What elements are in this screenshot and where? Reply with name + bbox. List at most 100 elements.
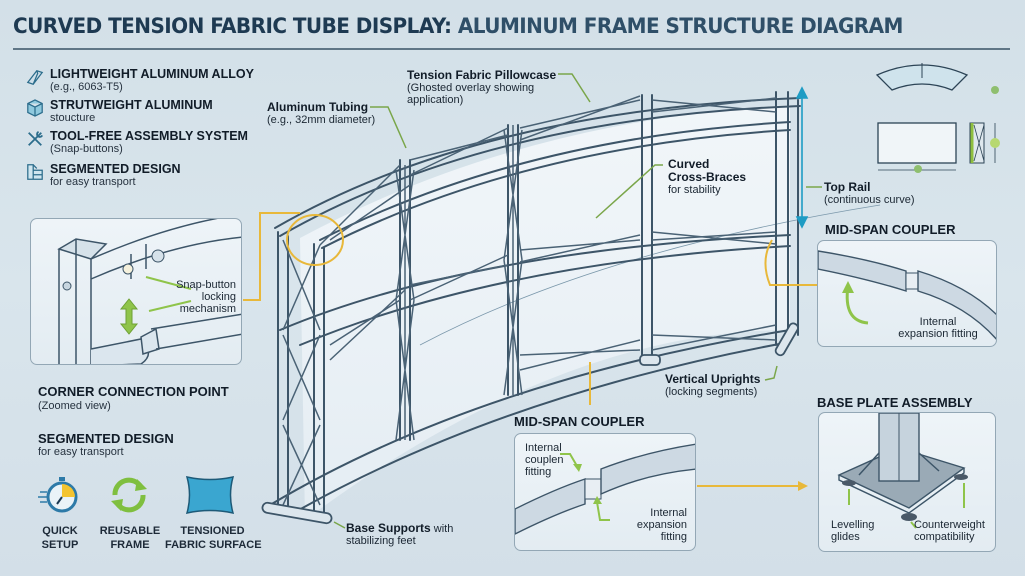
base-plate-panel: Levelling glides Counterweight compatibi… [818,412,996,552]
cross-brace [409,254,777,371]
benefit-line: FRAME [110,539,150,551]
label-line: couplen [525,454,564,466]
benefit-line: REUSABLE [99,525,161,537]
feature-title: TOOL-FREE ASSEMBLY SYSTEM [50,129,248,143]
cross-brace [503,125,523,396]
tubing-callout-line [370,106,407,149]
benefit-line: QUICK [42,525,78,537]
dimension-arrow-up [795,86,809,99]
segmented-title: SEGMENTED DESIGN [38,431,174,446]
cross-braces-callout-line [595,164,663,219]
bottom-rail [269,329,791,506]
top-rail-callout: Top Rail (continuous curve) [824,181,915,206]
label-line: Levelling [831,519,875,531]
coupler-right-label: Internal expansion fitting [888,316,988,340]
levelling-glide [901,513,917,521]
base-supports-callout: Base Supports with stabilizing feet [346,522,453,547]
fabric-panel-icon [185,476,235,514]
benefit-label: QUICK SETUP [30,524,90,552]
snap-button-label: Snap-button locking mechanism [166,279,236,315]
levelling-glide [954,474,968,480]
cross-braces-callout: Curved Cross-Braces for stability [668,158,746,196]
mid-rail-2 [299,245,791,346]
feature-title: STRUTWEIGHT ALUMINUM [50,98,213,112]
recycle-arrows-icon [111,477,147,513]
pillowcase-callout: Tension Fabric Pillowcase (Ghosted overl… [407,69,556,106]
snap-button [122,263,134,275]
corner-joint-illustration [57,219,241,364]
corner-connection-panel: Snap-button locking mechanism [30,218,242,365]
views-thumbnail [875,63,1000,173]
tube-segment-lower [90,338,150,364]
top-rail-inner [319,121,791,241]
coupler-bottom-title: MID-SPAN COUPLER [514,414,645,429]
expansion-fitting-label: Internal expansion fitting [615,507,687,543]
cross-braces-subtitle: for stability [668,184,721,196]
vertical-tube [57,238,108,364]
bottom-rail-2 [289,341,791,516]
uprights-subtitle: (locking segments) [665,386,758,398]
counterweight-label: Counterweight compatibility [914,519,985,543]
base-foot [774,322,799,357]
label-line: fitting [660,531,687,543]
top-rail-inner-2 [321,129,791,249]
feature-subtitle: (Snap-buttons) [50,143,123,155]
label-line: Counterweight [914,519,985,531]
tube-left [818,250,907,292]
stopwatch-icon [38,477,78,513]
title-divider [13,48,1010,50]
snap-label-line: locking [201,291,236,303]
front-view [877,122,957,164]
cross-brace [519,95,777,263]
label-line: Internal [525,442,562,454]
cross-brace [395,165,415,441]
benefit-line: SETUP [41,539,79,551]
double-arrow [119,298,139,335]
coupler-bottom-panel: Internal couplen fitting Internal expans… [514,433,696,551]
title-part-1: CURVED TENSION FABRIC TUBE DISPLAY: [13,14,452,39]
tube-left [515,478,586,535]
coupler-sleeve [905,272,919,290]
base-callout-line [333,521,346,529]
pillowcase-subtitle: (Ghosted overlay showing [407,82,535,94]
page-title: CURVED TENSION FABRIC TUBE DISPLAY: ALUM… [13,14,943,39]
base-plate-title: BASE PLATE ASSEMBLY [817,395,973,410]
levelling-glides-label: Levelling glides [831,519,874,543]
label-line: compatibility [914,531,975,543]
coupler-sleeve [584,478,602,500]
benefit-label: REUSABLE FRAME [95,524,165,552]
gusset [858,452,940,476]
segmented-subtitle: for easy transport [38,446,124,458]
side-screw [62,281,72,291]
label-line: expansion [636,519,687,531]
horizontal-tube [90,219,241,280]
label-line: Internal [650,507,687,519]
cube-icon [27,99,43,117]
base-supports-subtitle: stabilizing feet [346,535,416,547]
coupler-right-leader [764,239,818,286]
cross-braces-title: Cross-Braces [668,170,747,184]
base-foot [261,501,333,525]
cross-brace [319,127,509,361]
levelling-glide [842,480,856,486]
uprights-callout: Vertical Uprights (locking segments) [665,373,760,398]
pillowcase-subtitle: application) [407,94,464,106]
coupler-bottom-illustration [515,443,695,535]
cross-braces-title: Curved [668,157,710,171]
coupler-right-panel: Internal expansion fitting [817,240,997,347]
snap-callout-arrow [145,276,192,312]
base-supports-tail: with [433,523,454,535]
base-foot [639,354,661,366]
fabric-surface [300,105,790,520]
uprights-callout-line [764,365,778,381]
corner-panel-title: CORNER CONNECTION POINT [38,384,229,399]
benefit-line: TENSIONED [180,525,245,537]
tube-right [600,443,695,496]
aluminum-bar-icon [26,69,44,85]
label-line: glides [831,531,860,543]
arrow-expansion [596,501,610,521]
snap-label-line: Snap-button [176,279,236,291]
feature-title: SEGMENTED DESIGN [50,162,181,176]
coupler-label-line: Internal [919,316,957,328]
